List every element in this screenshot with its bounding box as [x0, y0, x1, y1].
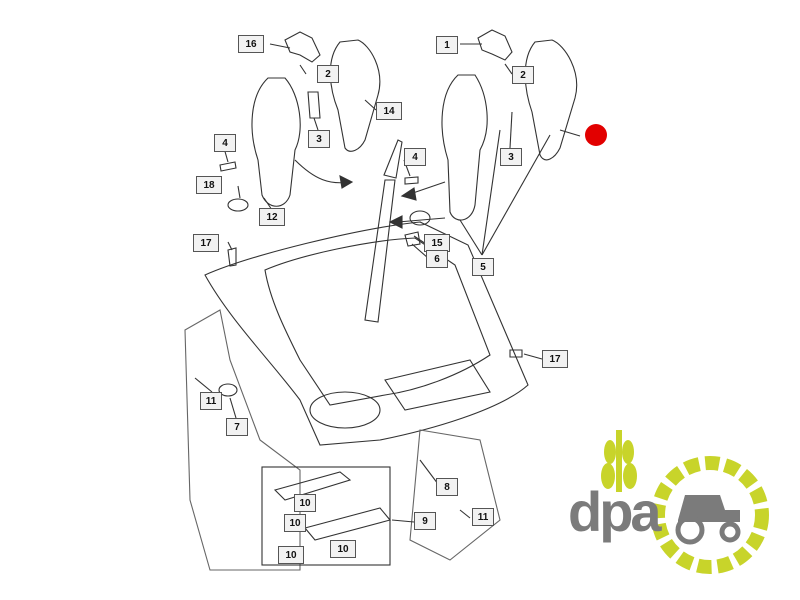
- callout-label: 4: [404, 148, 426, 166]
- callout-label: 2: [512, 66, 534, 84]
- callout-label: 11: [200, 392, 222, 410]
- callout-label: 10: [294, 494, 316, 512]
- callout-label: 8: [436, 478, 458, 496]
- callout-label: 4: [214, 134, 236, 152]
- screw-4-left: [219, 161, 237, 172]
- callout-label: 14: [376, 102, 402, 120]
- underbody-frame: [184, 309, 301, 571]
- callout-label: 3: [500, 148, 522, 166]
- dpa-logo: [601, 430, 769, 574]
- gate-plate: [384, 359, 491, 411]
- grip-part-left-rear: [329, 39, 381, 152]
- callout-label: 2: [317, 65, 339, 83]
- callout-label: 7: [226, 418, 248, 436]
- inset-bracket-upper: [273, 471, 352, 501]
- callout-label: 17: [542, 350, 568, 368]
- callout-label: 10: [330, 540, 356, 558]
- screw-17-right: [509, 349, 523, 358]
- screw-17-left: [227, 247, 237, 267]
- callout-label: 1: [436, 36, 458, 54]
- callout-label: 6: [426, 250, 448, 268]
- callout-label: 17: [193, 234, 219, 252]
- washer-right: [409, 210, 431, 226]
- washer-7: [218, 383, 238, 397]
- callout-label: 5: [472, 258, 494, 276]
- nut-15: [404, 231, 421, 247]
- callout-label: 18: [196, 176, 222, 194]
- cup-holder: [309, 391, 381, 429]
- inset-bracket-lower: [304, 507, 391, 541]
- lever-shaft: [364, 179, 396, 323]
- clip-part-1: [477, 29, 513, 61]
- callout-label: 16: [238, 35, 264, 53]
- grip-part-right-rear: [524, 39, 578, 161]
- inset-box: [261, 466, 391, 566]
- callout-label: 10: [278, 546, 304, 564]
- part-hotspot-marker[interactable]: [585, 124, 607, 146]
- pin-part-3-left: [307, 91, 321, 119]
- callout-label: 10: [284, 514, 306, 532]
- console-housing: [204, 221, 529, 446]
- grip-part-left-front: [251, 77, 301, 207]
- callout-label: 12: [259, 208, 285, 226]
- callout-label: 11: [472, 508, 494, 526]
- wheat-icon: [601, 430, 637, 492]
- tractor-gear-icon: [651, 456, 769, 574]
- console-inner: [264, 237, 491, 406]
- washer-18: [227, 198, 249, 212]
- callout-label: 9: [414, 512, 436, 530]
- screw-4-right: [404, 176, 419, 185]
- grip-part-right-front: [441, 74, 488, 221]
- logo-text: dpa: [568, 480, 662, 543]
- lever-top: [383, 139, 403, 179]
- clip-part-16: [284, 31, 321, 63]
- callout-label: 3: [308, 130, 330, 148]
